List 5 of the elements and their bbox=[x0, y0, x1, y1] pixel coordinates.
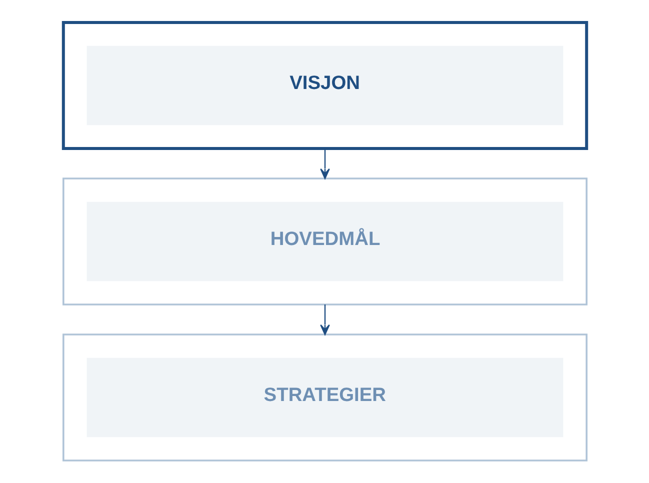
arrow bbox=[320, 304, 330, 336]
cluster bbox=[62, 334, 587, 462]
cluster bbox=[62, 178, 587, 306]
arrow bbox=[320, 148, 330, 180]
cluster bbox=[61, 21, 588, 150]
